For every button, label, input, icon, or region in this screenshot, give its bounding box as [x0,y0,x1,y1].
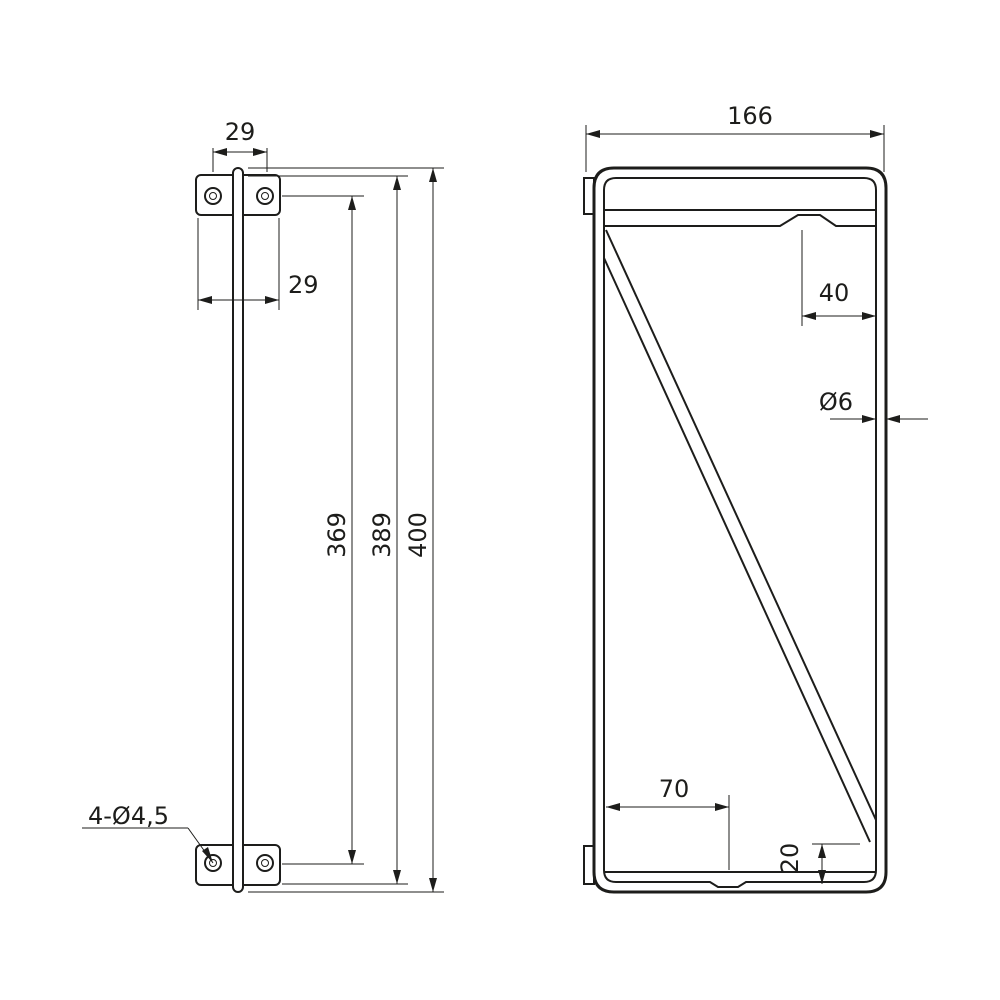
frame-outer [592,166,888,894]
dimension-389-label: 389 [368,512,396,558]
side-view: 29 29 369 389 400 [82,118,444,893]
dimension-389: 389 [368,176,401,884]
dimension-400: 400 [404,168,437,892]
dimension-70-label: 70 [659,775,690,803]
holes-leader: 4-Ø4,5 [82,802,214,864]
dimension-369: 369 [323,196,356,864]
dimension-29-lower-label: 29 [288,271,319,299]
dimension-40-label: 40 [819,279,850,307]
dimension-400-label: 400 [404,512,432,558]
dimension-29-lower: 29 [198,271,319,304]
dimension-rod-diameter-label: Ø6 [819,388,853,416]
front-extension-lines [585,125,885,870]
diagonal-brace-upper [605,229,877,821]
dimension-369-label: 369 [323,512,351,558]
dimension-29-top: 29 [213,118,267,156]
diagonal-brace-lower [603,257,871,843]
dimension-20-label: 20 [776,843,804,874]
dimension-166: 166 [586,102,884,138]
dimension-29-top-label: 29 [225,118,256,146]
dimension-70: 70 [606,775,729,811]
dimension-rod-diameter: Ø6 [819,388,928,423]
dimension-40: 40 [802,279,876,320]
frame-inner [603,177,877,888]
front-view: 166 40 Ø6 70 20 [583,102,928,894]
top-shelf-notch [604,214,876,227]
dimension-166-label: 166 [727,102,773,130]
holes-label: 4-Ø4,5 [88,802,169,830]
dimension-20: 20 [776,843,826,884]
vertical-rod [232,167,244,893]
